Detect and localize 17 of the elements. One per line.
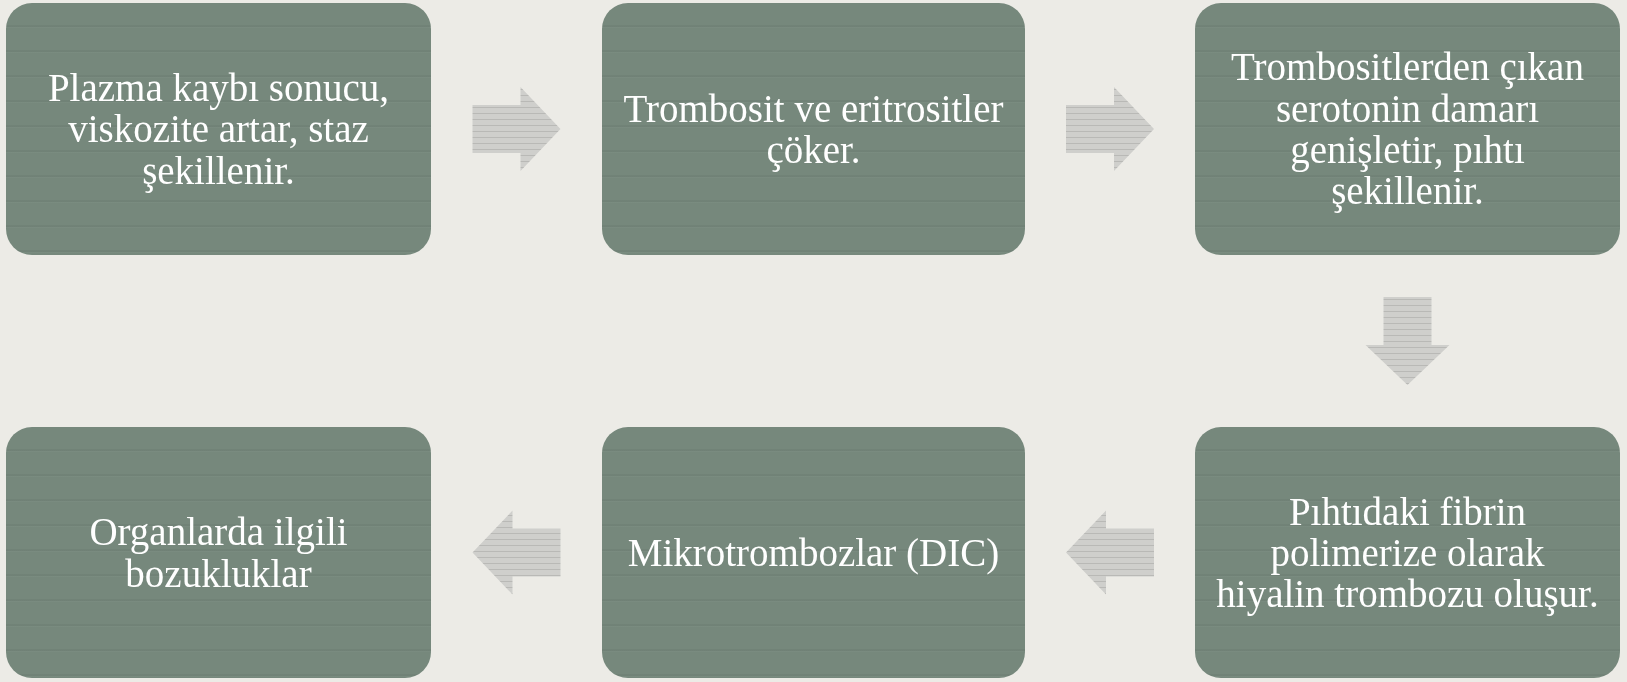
step-text: Trombosit ve eritrositler çöker. <box>622 87 1005 171</box>
arrow <box>472 510 561 595</box>
process-box <box>602 427 1025 678</box>
process-box <box>6 427 431 678</box>
process-box <box>6 3 431 255</box>
step-text: Mikrotrombozlar (DIC) <box>627 531 1000 574</box>
process-box <box>1195 3 1620 255</box>
arrow <box>472 87 561 171</box>
step-text: Trombositlerden çıkan serotonin damarı genişletir, pıhtı şekillenir. <box>1230 46 1585 212</box>
arrow <box>1066 510 1154 595</box>
step-text: Pıhtıdaki fibrin polimerize olarak hiyalin trombozu oluşur. <box>1215 490 1600 615</box>
process-box <box>602 3 1025 255</box>
arrow <box>1066 87 1154 171</box>
step-text: Organlarda ilgili bozukluklar <box>88 511 349 594</box>
step-text: Plazma kaybı sonucu, viskozite artar, staz şekillenir. <box>46 67 391 191</box>
arrow <box>1365 297 1450 385</box>
process-box <box>1195 427 1620 678</box>
